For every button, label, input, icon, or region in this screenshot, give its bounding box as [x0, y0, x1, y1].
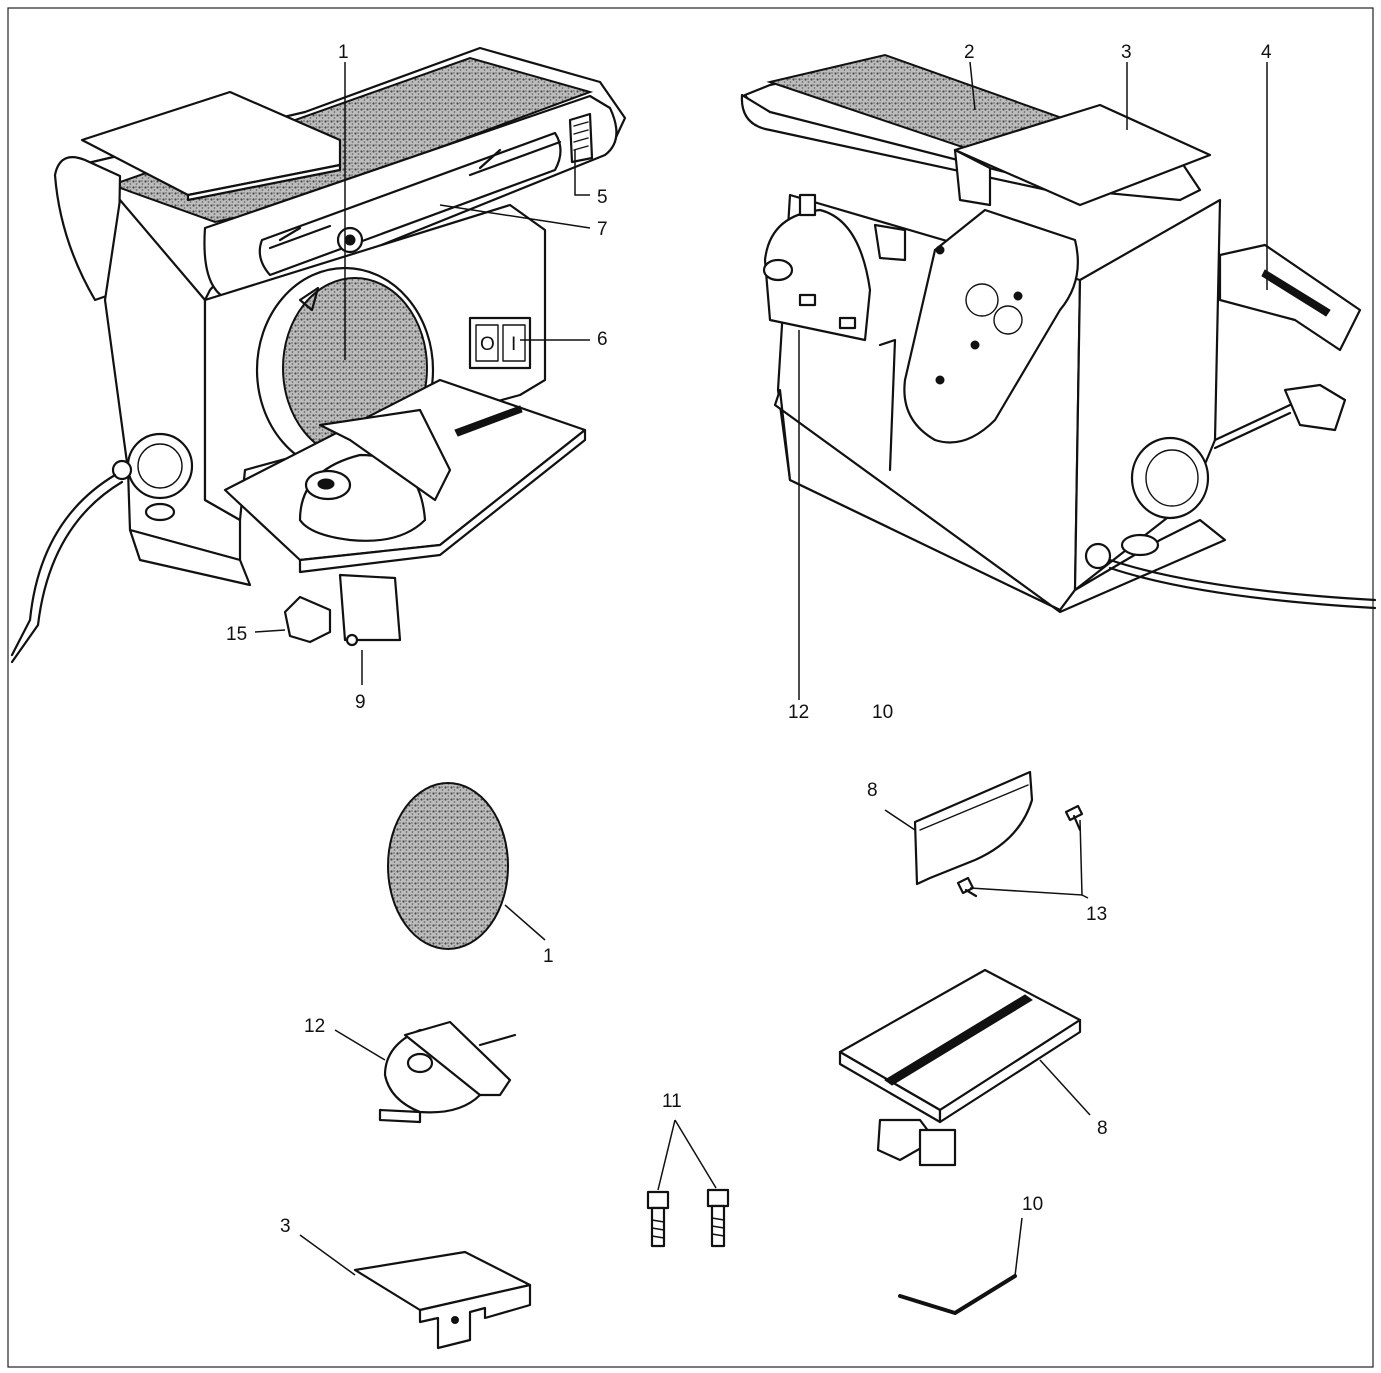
callout-7: 7: [597, 219, 608, 240]
switch-on-label: I: [511, 334, 516, 355]
power-cord-rear: [1108, 558, 1377, 602]
callout-5: 5: [597, 187, 608, 208]
callout-2: 2: [964, 42, 975, 63]
loose-hex-key: [898, 1274, 1017, 1315]
power-switch: [468, 316, 532, 370]
power-cord-front: [10, 473, 117, 657]
callout-12-miter: 12: [304, 1016, 325, 1037]
work-support-plate-rear: [953, 103, 1212, 207]
callout-8-table: 8: [1097, 1118, 1108, 1139]
rear-clamp-knob: [1283, 383, 1347, 432]
motor-end-plate: [903, 208, 1079, 444]
diagram-frame: [7, 7, 1374, 1368]
sander-rear-view: [740, 53, 1377, 614]
callout-10-key: 10: [1022, 1194, 1043, 1215]
callout-12-top: 12: [788, 702, 809, 723]
callout-9: 9: [355, 692, 366, 713]
callout-11: 11: [662, 1091, 682, 1112]
callout-15: 15: [226, 624, 247, 645]
miter-gauge-rear: [763, 208, 872, 342]
sander-front-view: O I: [10, 46, 627, 664]
callout-1-top: 1: [338, 42, 349, 63]
loose-work-table: [838, 968, 1082, 1167]
callout-3-plate: 3: [280, 1216, 291, 1237]
extension-rail: [1218, 243, 1362, 352]
callout-6: 6: [597, 329, 608, 350]
callout-10-top: 10: [872, 702, 893, 723]
callout-4: 4: [1261, 42, 1272, 63]
hex-bolts: [646, 1188, 730, 1248]
switch-off-label: O: [480, 334, 495, 355]
loose-miter-gauge: [378, 1020, 517, 1124]
leader-lines: [254, 61, 1268, 1277]
loose-sanding-disc: [387, 782, 509, 950]
callout-numbers: 1 2 3 4 5 7 6 15 9 12 10 8 13 1 12 11 8 …: [226, 42, 1272, 1237]
dust-port-rear: [1130, 436, 1210, 520]
callout-1-disc: 1: [543, 946, 554, 967]
callout-8-guard: 8: [867, 780, 878, 801]
callout-3-top: 3: [1121, 42, 1132, 63]
hex-key-stored: [878, 338, 897, 472]
disc-guard-plate: [913, 770, 1034, 886]
loose-support-plate: [353, 1250, 532, 1350]
table-lock-knob: [283, 595, 332, 644]
callout-13: 13: [1086, 904, 1107, 925]
work-support-plate: [80, 90, 342, 197]
